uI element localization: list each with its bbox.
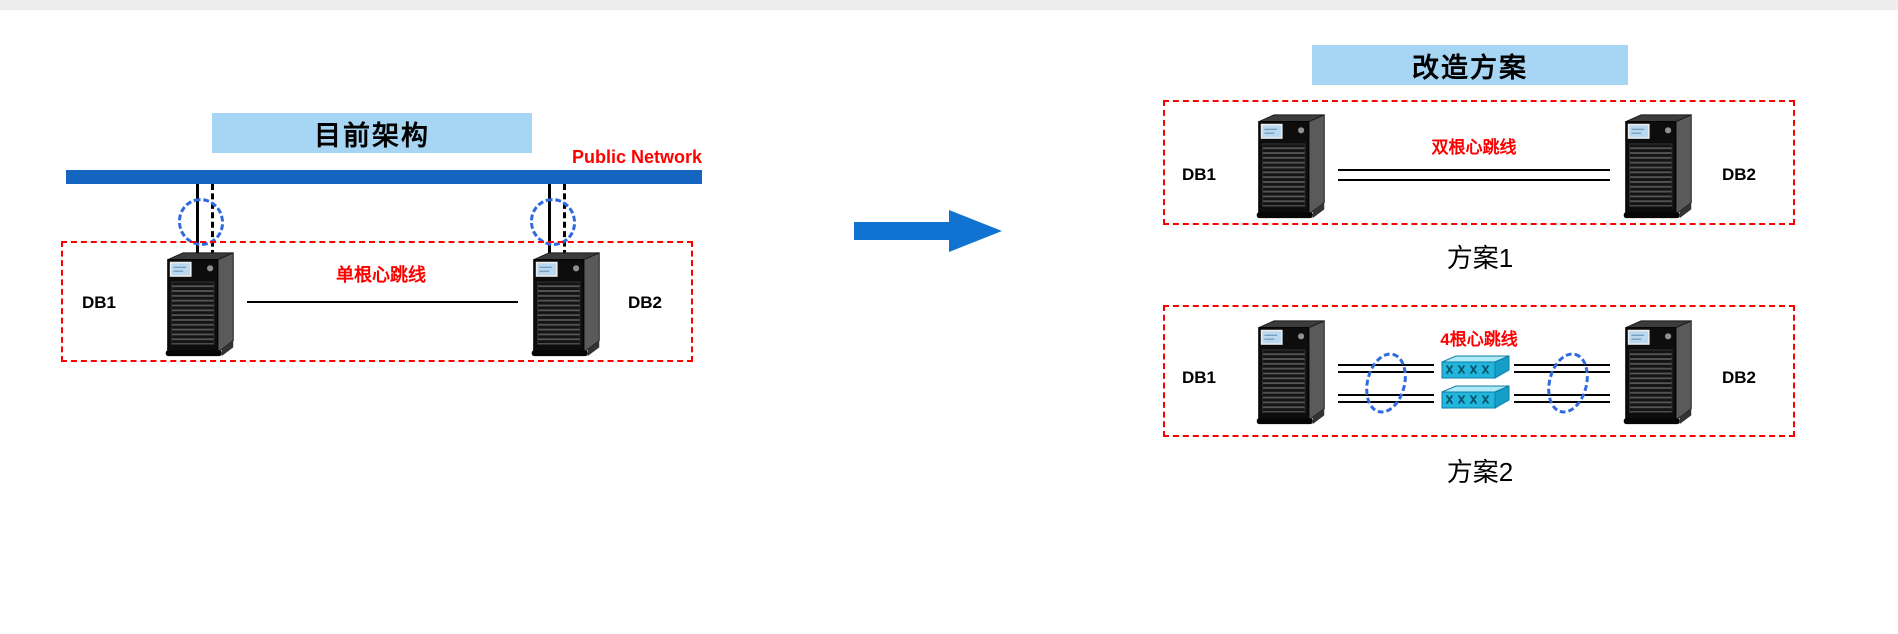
heartbeat-line: [1338, 394, 1434, 396]
uplink-line-solid: [196, 184, 199, 256]
plan2-cluster-box: [1163, 305, 1795, 437]
db2-label: DB2: [1722, 368, 1757, 387]
db2-label: DB2: [628, 293, 663, 312]
current-architecture-title: 目前架构: [212, 113, 532, 153]
top-bar: [0, 0, 1898, 10]
heartbeat-line: [1514, 371, 1610, 373]
plans-title: 改造方案: [1312, 45, 1628, 85]
dual-heartbeat-label: 双根心跳线: [1431, 138, 1517, 157]
db1-label: DB1: [1182, 165, 1217, 184]
network-switch-icon: [1436, 385, 1512, 409]
public-network-label: Public Network: [571, 147, 702, 167]
heartbeat-line: [1514, 364, 1610, 366]
server-tower-icon: [1243, 112, 1338, 220]
server-tower-icon: [1610, 318, 1705, 426]
heartbeat-line: [1514, 401, 1610, 403]
quad-heartbeat-label: 4根心跳线: [1440, 330, 1518, 349]
db2-label: DB2: [1722, 165, 1757, 184]
db1-label: DB1: [1182, 368, 1217, 387]
heartbeat-line: [1338, 169, 1610, 171]
db1-label: DB1: [82, 293, 117, 312]
heartbeat-line: [247, 301, 518, 303]
server-tower-icon: [1610, 112, 1705, 220]
server-tower-icon: [518, 250, 613, 358]
heartbeat-line: [1514, 394, 1610, 396]
heartbeat-line: [1338, 179, 1610, 181]
plan2-caption: 方案2: [1446, 457, 1514, 487]
server-tower-icon: [152, 250, 247, 358]
uplink-line-dashed: [563, 184, 566, 256]
uplink-line-solid: [548, 184, 551, 256]
public-network-bar: [66, 170, 702, 184]
transform-arrow-icon: [854, 208, 1004, 254]
heartbeat-line: [1338, 364, 1434, 366]
single-heartbeat-label: 单根心跳线: [336, 265, 426, 285]
network-switch-icon: [1436, 355, 1512, 379]
uplink-line-dashed: [211, 184, 214, 256]
current-cluster-box: [61, 241, 693, 362]
heartbeat-line: [1338, 371, 1434, 373]
server-tower-icon: [1243, 318, 1338, 426]
plan1-cluster-box: [1163, 100, 1795, 225]
plan1-caption: 方案1: [1446, 243, 1514, 273]
heartbeat-line: [1338, 401, 1434, 403]
